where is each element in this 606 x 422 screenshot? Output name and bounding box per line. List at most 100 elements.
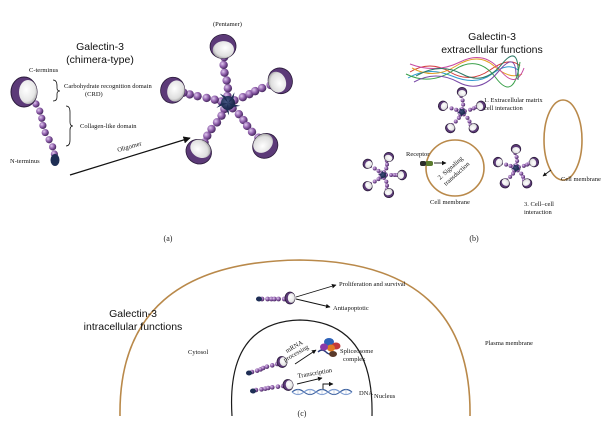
- plasma-membrane-label: Plasma membrane: [485, 340, 533, 347]
- bead: [220, 68, 229, 77]
- bead: [385, 183, 390, 188]
- bead: [260, 365, 266, 371]
- cell-cell-label-line2: interaction: [524, 209, 553, 216]
- bead: [521, 174, 526, 179]
- bead: [238, 93, 247, 102]
- cell-membrane-right-label: Cell membrane: [561, 176, 601, 183]
- crd-head: [362, 158, 373, 169]
- oligomer-label: Oligomer: [117, 140, 144, 154]
- bead: [275, 384, 281, 389]
- collagen-label: Collagen-like domain: [80, 123, 137, 130]
- receptor-icon: [420, 161, 433, 166]
- panel-b-label: (b): [469, 234, 479, 243]
- spliceosome-label-line2: complex: [343, 356, 366, 363]
- bead: [39, 121, 47, 130]
- proliferation-label: Proliferation and survival: [339, 281, 406, 288]
- crd-head: [383, 188, 395, 199]
- bead: [219, 60, 228, 70]
- crd-head: [282, 379, 294, 391]
- bead: [269, 363, 275, 368]
- bead: [265, 296, 270, 302]
- pentamer: [362, 151, 407, 199]
- cell-membrane-right: [543, 99, 583, 181]
- cell-cell-label-line1: 3. Cell–cell: [524, 201, 554, 208]
- bead: [454, 107, 459, 112]
- crd-head: [529, 156, 540, 168]
- crd-label-line1: Carbohydrate recognition domain: [64, 83, 152, 90]
- cell-membrane-left: [425, 139, 485, 197]
- crd-head: [510, 144, 522, 154]
- panel-c-title-line1: Galectin-3: [109, 308, 157, 320]
- bead: [384, 166, 389, 171]
- bead: [468, 107, 473, 112]
- bead: [389, 173, 394, 177]
- panel-c: Galectin-3 intracellular functions Cytos…: [84, 259, 533, 418]
- galectin-monomer: [10, 76, 60, 166]
- receptor-label: Receptor: [406, 151, 430, 158]
- crd-head: [276, 356, 288, 368]
- bead: [45, 136, 53, 144]
- bead: [508, 174, 513, 179]
- bead: [504, 162, 509, 167]
- bead: [460, 98, 465, 103]
- cytosol-label: Cytosol: [188, 349, 208, 356]
- cell-cell-arrow: [542, 169, 552, 177]
- bead: [242, 121, 252, 131]
- transcription-arrow: [296, 376, 323, 385]
- bead: [269, 385, 275, 390]
- crd-head: [476, 100, 486, 111]
- bead: [385, 162, 390, 167]
- crd-label-line2: (CRD): [85, 91, 103, 98]
- bead: [449, 106, 454, 111]
- plasma-membrane-curve: [119, 259, 471, 417]
- bead: [456, 115, 461, 120]
- bead: [217, 111, 226, 120]
- panel-c-label: (c): [298, 409, 307, 418]
- bead: [207, 124, 216, 134]
- bead: [41, 128, 49, 137]
- pentamer: [492, 144, 540, 189]
- bead: [210, 95, 219, 104]
- bead: [508, 163, 513, 168]
- bead: [264, 364, 270, 369]
- nuclear-envelope-curve: [230, 319, 373, 417]
- bead: [234, 109, 244, 119]
- bead: [271, 296, 277, 302]
- bead: [250, 86, 260, 96]
- extracellular-matrix-fibers: [405, 55, 525, 88]
- bead: [247, 127, 257, 137]
- bead: [461, 102, 466, 107]
- mrna-arrow: [294, 349, 317, 365]
- dna-helix-icon: [291, 388, 353, 396]
- bead: [384, 179, 389, 184]
- pentamer: [438, 87, 486, 134]
- bead: [203, 131, 212, 140]
- crd-head: [499, 178, 510, 189]
- bead: [467, 119, 472, 124]
- bead: [193, 91, 202, 101]
- crd-head: [438, 100, 448, 111]
- crd-bracket: [52, 79, 61, 102]
- nucleus-label: Nucleus: [374, 393, 396, 400]
- panel-c-title-line2: intracellular functions: [84, 321, 183, 333]
- bead: [376, 177, 381, 182]
- c-terminus-label: C-terminus: [29, 67, 59, 74]
- bead: [521, 163, 526, 168]
- panel-b-title-line2: extracellular functions: [441, 44, 543, 56]
- small-pentamers: [362, 87, 540, 199]
- oligomer-arrow: [69, 136, 191, 176]
- bead: [259, 387, 264, 392]
- panel-a-title-line1: Galectin-3: [76, 41, 124, 53]
- bead: [223, 84, 233, 93]
- transcription-start-arrow: [322, 381, 334, 390]
- crd-head: [160, 76, 186, 104]
- proliferation-arrow: [295, 284, 337, 298]
- collagen-like-domain-beads: [32, 100, 58, 158]
- panel-b: Galectin-3 extracellular functions 1. Ex…: [362, 31, 601, 243]
- crd-head: [492, 156, 503, 168]
- bead: [453, 119, 458, 124]
- bead: [38, 114, 46, 122]
- bead: [276, 296, 281, 302]
